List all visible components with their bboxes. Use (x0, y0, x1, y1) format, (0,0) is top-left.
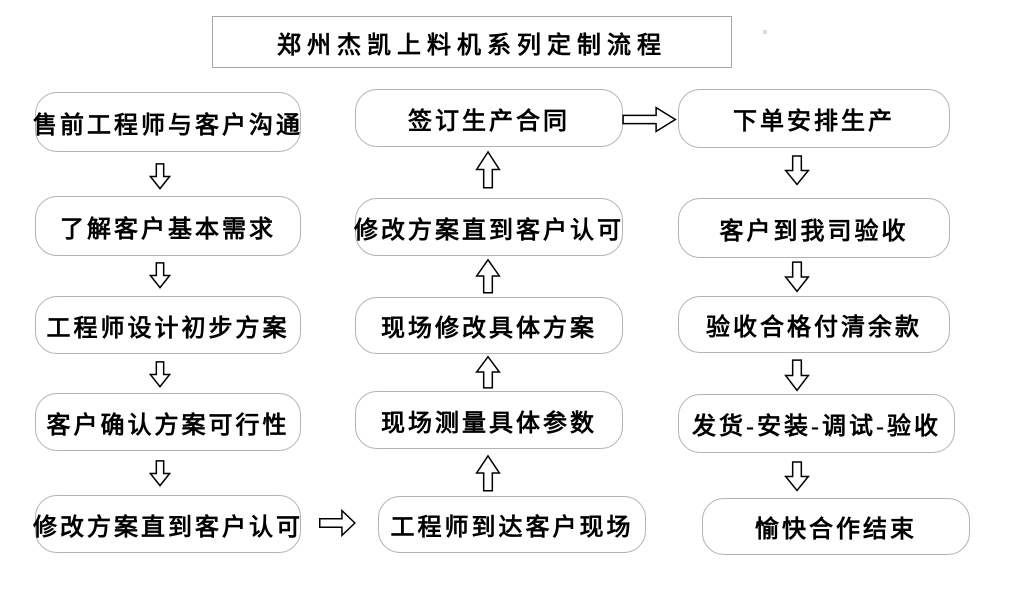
flow-node-order-production: 下单安排生产 (678, 89, 950, 148)
up-arrow-icon (475, 258, 501, 294)
flow-node-pay-balance: 验收合格付清余款 (678, 296, 950, 353)
up-arrow-icon (475, 454, 501, 492)
flow-node-onsite-modify-plan: 现场修改具体方案 (355, 297, 623, 354)
diagram-title-box: 郑州杰凯上料机系列定制流程 (212, 16, 732, 68)
down-arrow-icon (149, 163, 171, 190)
flow-node-onsite-measure-params: 现场测量具体参数 (355, 391, 623, 449)
down-arrow-icon (784, 155, 810, 186)
flow-node-understand-needs: 了解客户基本需求 (35, 196, 301, 256)
flow-node-design-preliminary-plan: 工程师设计初步方案 (35, 296, 301, 354)
diagram-title: 郑州杰凯上料机系列定制流程 (277, 32, 667, 59)
flow-node-sign-contract: 签订生产合同 (355, 89, 623, 147)
flow-node-happy-cooperation-end: 愉快合作结束 (702, 498, 970, 555)
up-arrow-icon (475, 355, 501, 389)
flow-node-revise-until-approved-1: 修改方案直到客户认可 (33, 495, 301, 553)
down-arrow-icon (149, 460, 171, 487)
flow-node-presales-communication: 售前工程师与客户沟通 (33, 92, 301, 152)
up-arrow-icon (475, 150, 501, 189)
right-arrow-icon (622, 106, 677, 133)
flow-node-confirm-feasibility: 客户确认方案可行性 (35, 393, 301, 451)
flow-node-customer-acceptance: 客户到我司验收 (678, 198, 950, 258)
down-arrow-icon (784, 461, 810, 492)
down-arrow-icon (149, 361, 171, 388)
flow-node-ship-install-debug: 发货-安装-调试-验收 (678, 394, 955, 453)
flow-node-revise-until-approved-2: 修改方案直到客户认可 (354, 198, 623, 256)
right-arrow-icon (319, 509, 356, 537)
down-arrow-icon (784, 359, 810, 392)
scan-artifact-dot (763, 30, 767, 34)
down-arrow-icon (149, 262, 171, 289)
flow-node-engineer-arrives-site: 工程师到达客户现场 (378, 496, 646, 553)
down-arrow-icon (784, 261, 810, 293)
